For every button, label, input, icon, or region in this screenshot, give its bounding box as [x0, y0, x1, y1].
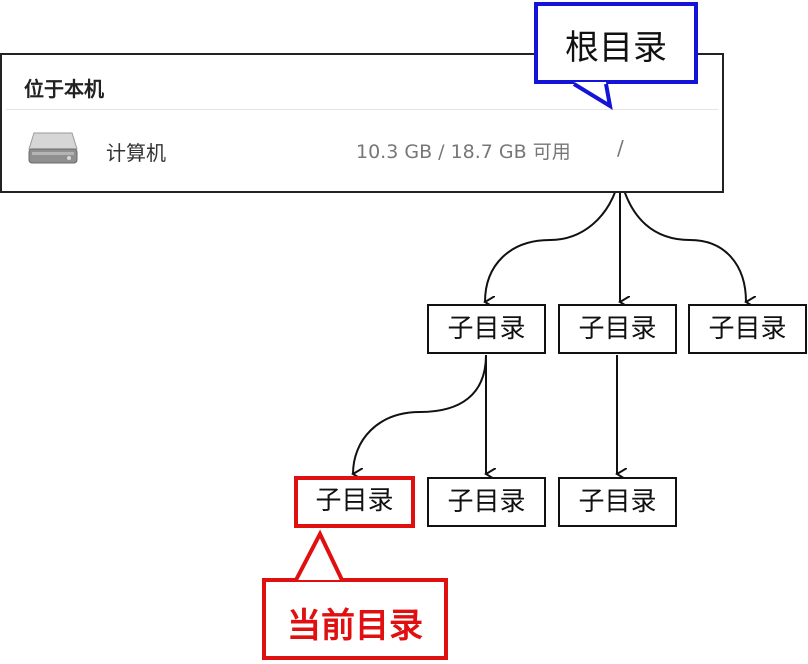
drive-name[interactable]: 计算机 [106, 141, 166, 165]
tree-node-grandchild-1: 子目录 [427, 477, 546, 527]
root-directory-label: 根目录 [565, 28, 667, 68]
edge-root-to-child-1 [485, 175, 621, 302]
mount-point: / [617, 136, 624, 160]
root-directory-callout: 根目录 [534, 2, 698, 84]
hard-drive-icon[interactable] [28, 131, 78, 165]
current-directory-label: 当前目录 [287, 606, 423, 646]
tree-node-child-2: 子目录 [558, 304, 677, 354]
tree-node-current: 子目录 [294, 476, 415, 528]
panel-header: 位于本机 [24, 77, 104, 101]
tree-node-grandchild-2: 子目录 [558, 477, 677, 527]
panel-divider [6, 109, 718, 110]
current-directory-callout: 当前目录 [262, 578, 448, 660]
tree-node-child-1: 子目录 [427, 304, 546, 354]
drive-usage: 10.3 GB / 18.7 GB 可用 [356, 141, 571, 163]
edge-child-1-to-current [353, 354, 487, 474]
tree-node-child-3: 子目录 [688, 304, 807, 354]
edge-root-to-child-3 [619, 175, 746, 302]
